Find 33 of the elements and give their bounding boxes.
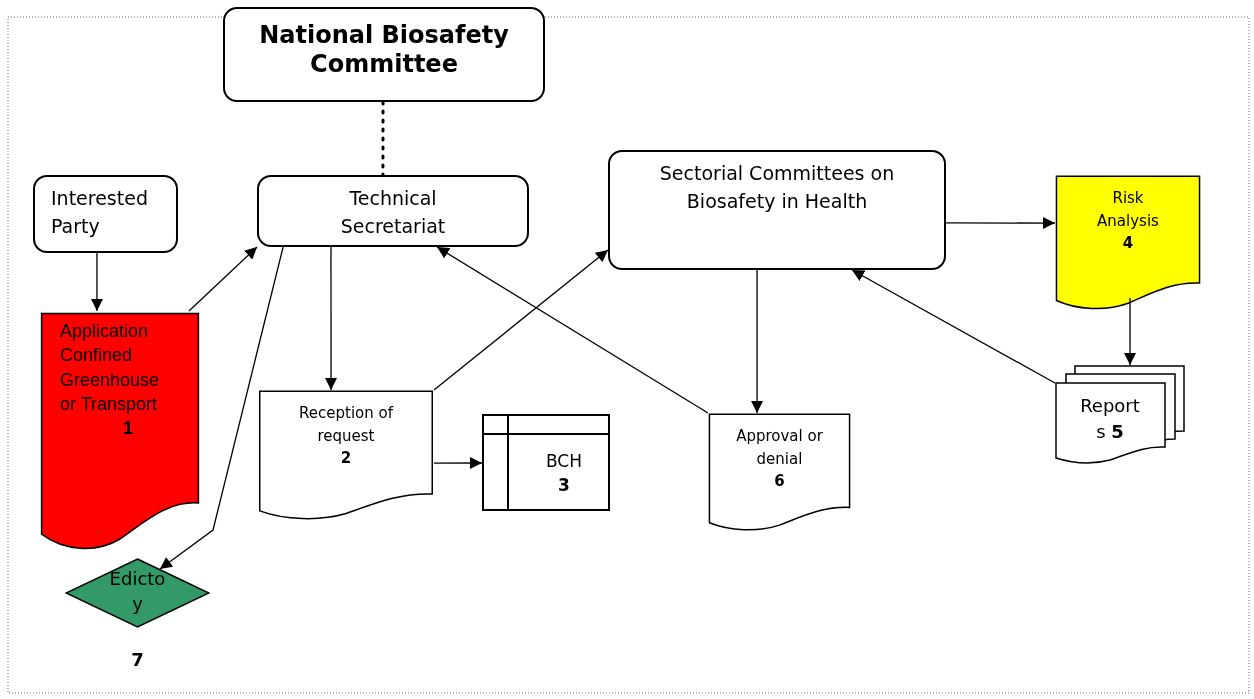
node-label: Technical Secretariat xyxy=(339,186,447,239)
dotted-connector xyxy=(381,100,385,177)
node-label: Approval or denial xyxy=(735,426,824,470)
step-number: 2 xyxy=(340,448,352,469)
arrow xyxy=(433,457,483,469)
step-number: 3 xyxy=(558,473,570,497)
arrow xyxy=(433,249,609,391)
node-label: BCH xyxy=(546,450,582,473)
node-label: Edicto y xyxy=(108,567,167,617)
arrow xyxy=(188,246,258,312)
process-box xyxy=(33,175,178,253)
node-label: Reception of request xyxy=(298,403,395,447)
arrow xyxy=(945,217,1056,230)
node-label: National Biosafety Committee xyxy=(258,21,510,79)
step-number: 4 xyxy=(1122,233,1134,254)
step-number: 7 xyxy=(130,648,145,672)
node-label: Sectorial Committees on Biosafety in Health xyxy=(658,161,896,214)
process-box xyxy=(257,175,529,247)
node-label: Report s 5 xyxy=(1079,394,1141,445)
arrow xyxy=(159,246,284,570)
arrow xyxy=(325,246,338,391)
committee-box xyxy=(608,150,946,270)
arrow xyxy=(751,269,764,414)
arrow xyxy=(851,269,1056,384)
node-label: Risk Analysis xyxy=(1096,188,1160,232)
step-number: 6 xyxy=(774,471,785,492)
arrow xyxy=(90,252,103,312)
committee-box xyxy=(223,7,545,102)
node-label: Interested Party xyxy=(51,186,149,239)
step-number: 1 xyxy=(123,417,133,441)
arrow xyxy=(436,246,709,414)
arrow xyxy=(1124,297,1136,366)
node-label: Application Confined Greenhouse or Transport xyxy=(60,320,161,416)
